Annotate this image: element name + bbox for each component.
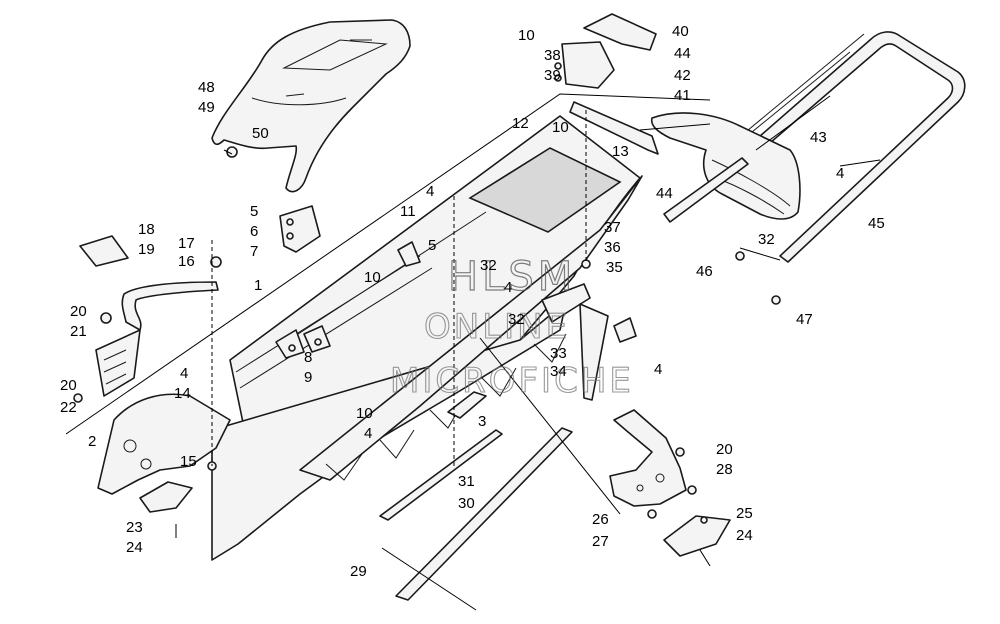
callout-31: 31 — [458, 473, 475, 490]
callout-46: 46 — [696, 263, 713, 280]
callout-28: 28 — [716, 461, 733, 478]
watermark: HLSM ONLINE MICROFICHE — [389, 253, 634, 401]
callout-4: 4 — [654, 361, 662, 378]
callout-32: 32 — [758, 231, 775, 248]
callout-42: 42 — [674, 67, 691, 84]
callout-19: 19 — [138, 241, 155, 258]
front-footrest — [97, 393, 231, 495]
callout-44: 44 — [656, 185, 673, 202]
callout-43: 43 — [810, 129, 827, 146]
right-footrest — [609, 409, 687, 507]
callout-48: 48 — [198, 79, 215, 96]
callout-14: 14 — [174, 385, 191, 402]
callout-12: 12 — [512, 115, 529, 132]
leader-lines — [65, 93, 881, 611]
footrest-cover-left — [139, 481, 193, 513]
callout-4: 4 — [180, 365, 188, 382]
callout-8: 8 — [304, 349, 312, 366]
callout-4: 4 — [836, 165, 844, 182]
callout-20: 20 — [70, 303, 87, 320]
callout-45: 45 — [868, 215, 885, 232]
running-board — [299, 175, 643, 481]
callout-6: 6 — [250, 223, 258, 240]
callout-41: 41 — [674, 87, 691, 104]
callout-38: 38 — [544, 47, 561, 64]
callouts: 1 2 3 4 4 4 4 4 4 5 5 6 7 8 9 10 10 10 1… — [60, 23, 885, 580]
callout-25: 25 — [736, 505, 753, 522]
callout-29: 29 — [350, 563, 367, 580]
callout-2: 2 — [88, 433, 96, 450]
callout-20: 20 — [716, 441, 733, 458]
tunnel-brace — [121, 281, 219, 331]
tunnel-reflector — [579, 303, 637, 401]
callout-27: 27 — [592, 533, 609, 550]
side-bracket — [95, 329, 141, 397]
rear-cover — [650, 112, 801, 223]
bumper-bracket — [279, 205, 321, 253]
rear-strip — [569, 101, 659, 155]
callout-22: 22 — [60, 399, 77, 416]
callout-11: 11 — [400, 203, 416, 220]
callout-21: 21 — [70, 323, 87, 340]
watermark-line-2: ONLINE — [424, 307, 570, 347]
callout-10: 10 — [552, 119, 569, 136]
callout-15: 15 — [180, 453, 197, 470]
callout-39: 39 — [544, 67, 561, 84]
seat — [211, 19, 411, 193]
callout-13: 13 — [612, 143, 629, 160]
callout-49: 49 — [198, 99, 215, 116]
callout-17: 17 — [178, 235, 195, 252]
callout-4: 4 — [426, 183, 434, 200]
callout-24: 24 — [736, 527, 753, 544]
callout-16: 16 — [178, 253, 195, 270]
footrest-cover — [663, 515, 731, 557]
callout-24: 24 — [126, 539, 143, 556]
callout-10: 10 — [356, 405, 373, 422]
callout-32: 32 — [508, 311, 525, 328]
callout-10: 10 — [364, 269, 381, 286]
access-cover — [79, 235, 129, 267]
side-trim — [541, 283, 591, 323]
callout-7: 7 — [250, 243, 258, 260]
callout-10: 10 — [518, 27, 535, 44]
callout-40: 40 — [672, 23, 689, 40]
callout-1: 1 — [254, 277, 262, 294]
callout-30: 30 — [458, 495, 475, 512]
callout-37: 37 — [604, 219, 621, 236]
callout-18: 18 — [138, 221, 155, 238]
callout-5: 5 — [250, 203, 258, 220]
callout-33: 33 — [550, 345, 567, 362]
callout-35: 35 — [606, 259, 623, 276]
callout-9: 9 — [304, 369, 312, 386]
callout-23: 23 — [126, 519, 143, 536]
trim-strip — [379, 429, 503, 521]
callout-4: 4 — [364, 425, 372, 442]
callout-20: 20 — [60, 377, 77, 394]
callout-34: 34 — [550, 363, 567, 380]
callout-5: 5 — [428, 237, 436, 254]
callout-3: 3 — [478, 413, 486, 430]
callout-36: 36 — [604, 239, 621, 256]
callout-26: 26 — [592, 511, 609, 528]
watermark-line-3: MICROFICHE — [390, 361, 634, 401]
callout-32: 32 — [480, 257, 497, 274]
callout-50: 50 — [252, 125, 269, 142]
slide-rail — [395, 427, 573, 601]
tunnel-trim — [447, 391, 487, 419]
callout-4: 4 — [504, 279, 512, 296]
callout-44: 44 — [674, 45, 691, 62]
callout-47: 47 — [796, 311, 813, 328]
watermark-line-1: HLSM — [448, 254, 576, 300]
rear-bracket — [561, 13, 657, 89]
